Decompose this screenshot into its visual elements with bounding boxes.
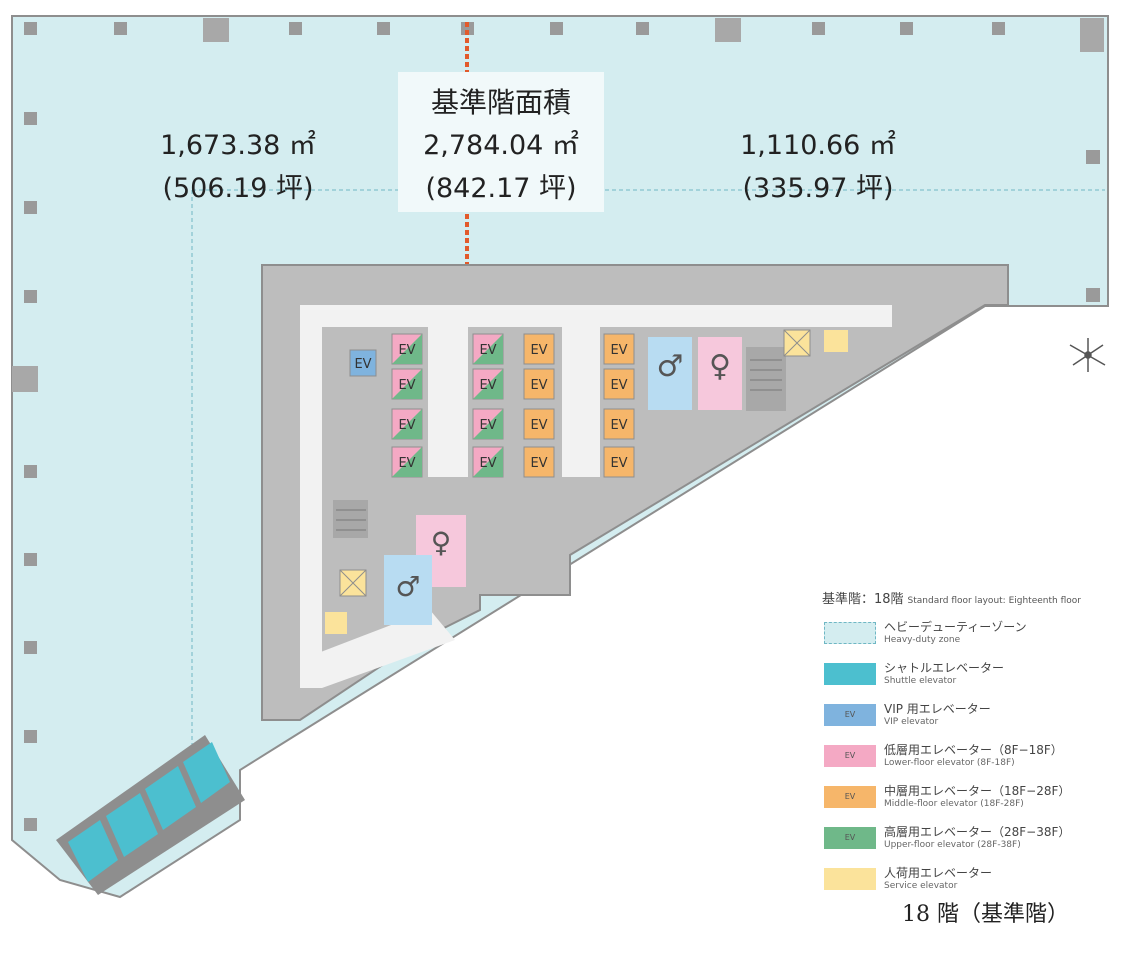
womens-toilet-icon: ♀ (431, 526, 452, 559)
center-area-sqm: 2,784.04 ㎡ (423, 130, 579, 161)
mens-toilet-icon: ♂ (395, 570, 420, 603)
legend-title-en: Standard floor layout: Eighteenth floor (907, 596, 1081, 606)
legend-label-jp: 人荷用エレベーター (884, 866, 993, 880)
ev-label: EV (610, 456, 627, 471)
legend-text: 低層用エレベーター（8F−18F）Lower-floor elevator (8… (884, 742, 1063, 769)
legend-label-jp: VIP 用エレベーター (884, 702, 991, 716)
legend-text: 中層用エレベーター（18F−28F）Middle-floor elevator … (884, 783, 1070, 810)
ev-label: EV (398, 418, 415, 433)
legend-swatch: EV (824, 745, 876, 767)
legend-label-jp: 低層用エレベーター（8F−18F） (884, 743, 1063, 757)
center-area-title: 基準階面積 (431, 86, 571, 119)
columns (12, 18, 1104, 831)
stairs-and-service (325, 329, 848, 634)
legend-label-jp: 高層用エレベーター（28F−38F） (884, 825, 1071, 839)
ev-label: EV (610, 418, 627, 433)
floor-caption: 18 階（基準階） (902, 902, 1069, 927)
legend-label-en: VIP elevator (884, 717, 939, 727)
legend-item: EV 高層用エレベーター（28F−38F）Upper-floor elevator… (822, 824, 1118, 853)
corridor (300, 305, 892, 688)
elevator-bank-right: EV EV EV EV (603, 333, 635, 478)
left-area-sqm: 1,673.38 ㎡ (160, 130, 316, 161)
womens-toilet-icon: ♀ (709, 349, 731, 384)
legend-label-en: Upper-floor elevator (28F-38F) (884, 840, 1021, 850)
legend-swatch: EV (824, 786, 876, 808)
ev-label: EV (530, 378, 547, 393)
elevator-bank-left: EV EV EV EV EV (349, 333, 423, 478)
legend-label-en: Middle-floor elevator (18F-28F) (884, 799, 1024, 809)
legend-swatch (824, 868, 876, 890)
ev-label: EV (530, 343, 547, 358)
mens-toilet-icon: ♂ (657, 349, 684, 384)
center-area-label-box (398, 72, 604, 212)
legend-item: EV 中層用エレベーター（18F−28F）Middle-floor elevato… (822, 783, 1118, 812)
legend-label-en: Lower-floor elevator (8F-18F) (884, 758, 1015, 768)
ev-label: EV (398, 456, 415, 471)
legend-label-en: Heavy-duty zone (884, 635, 961, 645)
legend-label-jp: シャトルエレベーター (884, 661, 1005, 675)
ev-label: EV (479, 418, 496, 433)
legend-label-jp: ヘビーデューティーゾーン (884, 620, 1027, 634)
ev-label: EV (398, 343, 415, 358)
legend-text: 高層用エレベーター（28F−38F）Upper-floor elevator (… (884, 824, 1070, 851)
right-area-tsubo: (335.97 坪) (742, 173, 893, 204)
ev-label: EV (398, 378, 415, 393)
toilets: ♂ ♀ ♀ ♂ (384, 337, 742, 625)
legend-swatch: EV (824, 704, 876, 726)
legend-label-jp: 中層用エレベーター（18F−28F） (884, 784, 1071, 798)
legend-label-en: Service elevator (884, 881, 958, 891)
center-area-tsubo: (842.17 坪) (425, 173, 576, 204)
elevator-bank-middle: EV EV EV EV EV EV EV EV (472, 333, 555, 478)
ev-label: EV (479, 456, 496, 471)
legend-swatch: EV (824, 827, 876, 849)
vip-ev-label: EV (354, 357, 371, 372)
ev-label: EV (530, 418, 547, 433)
ev-label: EV (479, 378, 496, 393)
ev-label: EV (610, 343, 627, 358)
shuttle-elevator-bank (56, 735, 245, 895)
right-area-sqm: 1,110.66 ㎡ (740, 130, 896, 161)
left-area-tsubo: (506.19 坪) (162, 173, 313, 204)
legend-swatch (824, 622, 876, 644)
ev-label: EV (530, 456, 547, 471)
ev-label: EV (479, 343, 496, 358)
legend-label-en: Shuttle elevator (884, 676, 957, 686)
legend-swatch (824, 663, 876, 685)
legend-item: EV 低層用エレベーター（8F−18F）Lower-floor elevator … (822, 742, 1118, 771)
ev-label: EV (610, 378, 627, 393)
legend-title-jp: 基準階：18階 (822, 592, 904, 607)
north-arrow-icon (1069, 338, 1106, 372)
